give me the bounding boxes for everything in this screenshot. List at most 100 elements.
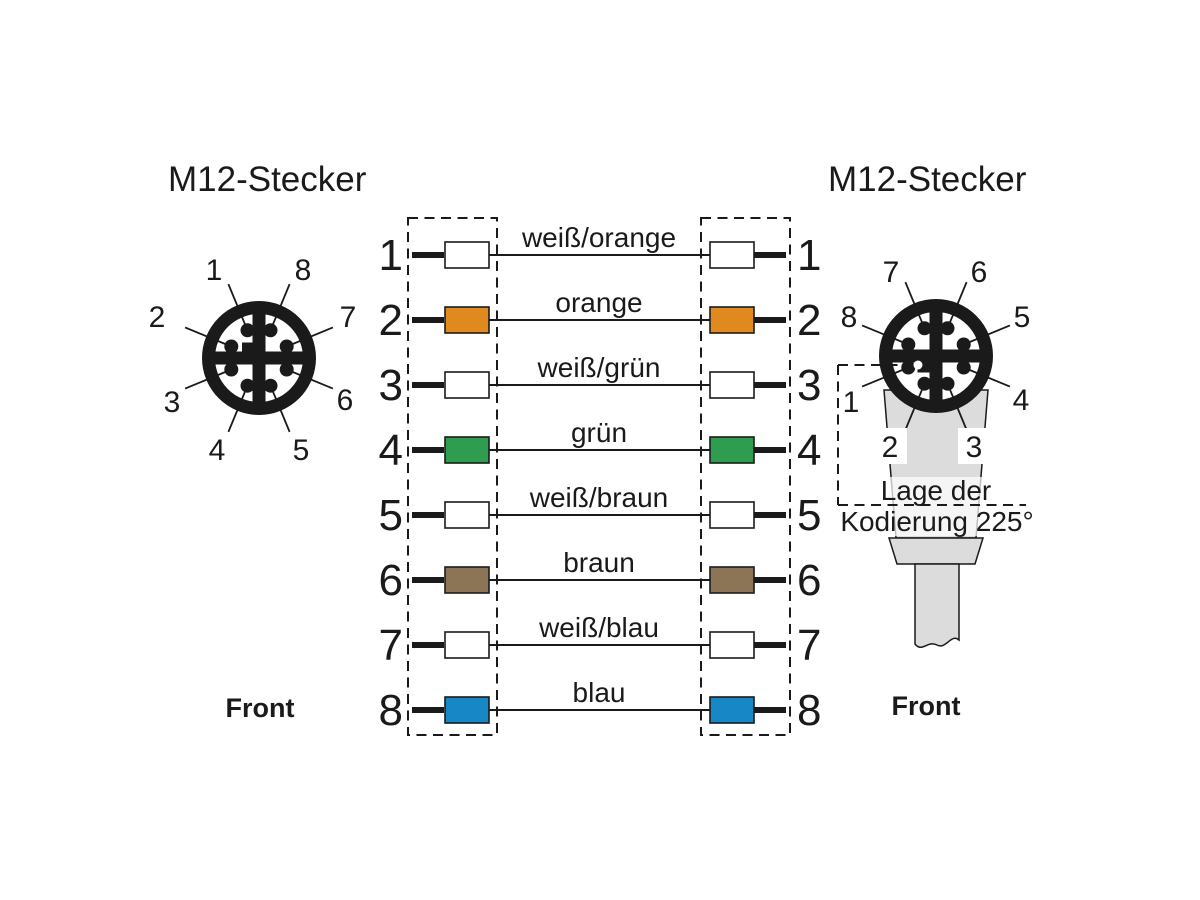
right-pin-number: 4 [797, 426, 821, 475]
coding-note-line1: Lage der [881, 475, 992, 506]
wire-row: 2 orange 2 [379, 287, 822, 345]
right-pin-number: 7 [797, 621, 821, 670]
right-pin-number: 2 [797, 296, 821, 345]
pin-label: 4 [1013, 384, 1030, 417]
pin-label: 6 [971, 256, 988, 289]
wire-row: 1 weiß/orange 1 [379, 222, 822, 280]
pin-label: 3 [164, 386, 181, 419]
connector-cross-horizontal [215, 351, 303, 365]
wiring-section: 1 weiß/orange 1 2 orange 2 3 weiß/grü [379, 217, 822, 736]
right-wire-color-box [709, 631, 755, 659]
pin-leader-line [861, 366, 909, 388]
coding-note-band [840, 505, 1036, 536]
left-connector-title: M12-Stecker [168, 160, 367, 199]
wire-row: 6 braun 6 [379, 547, 822, 605]
wire-color-label: weiß/braun [529, 482, 669, 513]
pin-label: 8 [841, 301, 858, 334]
pin-label: 6 [337, 384, 354, 417]
coding-note-band [858, 477, 1016, 505]
pin-label: 8 [295, 254, 312, 287]
left-wire-color-box [444, 501, 490, 529]
left-pin-number: 8 [379, 686, 403, 735]
wire-color-label: blau [573, 677, 626, 708]
right-pin-number: 1 [797, 231, 821, 280]
left-wire-color-box [444, 306, 490, 334]
right-connector-title: M12-Stecker [828, 160, 1027, 199]
pin-leader-line [904, 281, 926, 329]
wire-row: 7 weiß/blau 7 [379, 612, 822, 670]
coding-key-dot [913, 360, 923, 370]
pin-leader-line [286, 326, 334, 348]
pin-label: 5 [293, 434, 310, 467]
wire-color-label: weiß/grün [537, 352, 661, 383]
pin-label: 5 [1014, 301, 1031, 334]
left-wire-color-box [444, 436, 490, 464]
left-wire-color-box [444, 696, 490, 724]
left-pin-number: 4 [379, 426, 403, 475]
pin-label: 2 [882, 431, 899, 464]
coding-note-line2: Kodierung 225° [840, 506, 1033, 537]
right-wire-color-box [709, 696, 755, 724]
pin-label: 1 [843, 386, 860, 419]
right-pin-number: 6 [797, 556, 821, 605]
pin-leader-line [946, 281, 968, 329]
pin-leader-line [861, 324, 909, 346]
left-front-label: Front [226, 693, 295, 723]
right-pin-number: 3 [797, 361, 821, 410]
left-pin-number: 2 [379, 296, 403, 345]
pin-leader-line [184, 326, 232, 348]
wire-color-label: weiß/blau [538, 612, 659, 643]
right-wire-color-box [709, 371, 755, 399]
right-wire-color-box [709, 436, 755, 464]
coding-notch [242, 342, 253, 352]
left-wire-color-box [444, 566, 490, 594]
pin-label: 4 [209, 434, 226, 467]
right-connector: M12-Stecker [828, 160, 1036, 721]
pin-leader-line [904, 383, 926, 431]
wire-row: 4 grün 4 [379, 417, 822, 475]
right-front-label: Front [892, 691, 961, 721]
wire-row: 5 weiß/braun 5 [379, 482, 822, 540]
connector-cross-horizontal [892, 349, 980, 363]
right-wire-color-box [709, 566, 755, 594]
pin-leader-line [963, 366, 1011, 388]
pin-label: 7 [883, 256, 900, 289]
right-pin-number: 8 [797, 686, 821, 735]
pin-label: 1 [206, 254, 223, 287]
pin-leader-line [227, 283, 249, 331]
left-pin-number: 5 [379, 491, 403, 540]
cable-stub [914, 563, 960, 648]
pin-label: 7 [340, 301, 357, 334]
pin-leader-line [269, 283, 291, 331]
right-terminal-block-outline [700, 217, 791, 736]
left-wire-color-box [444, 631, 490, 659]
wire-color-label: orange [555, 287, 642, 318]
coding-notch [917, 362, 930, 373]
pin-leader-line [946, 383, 968, 431]
wire-color-label: weiß/orange [521, 222, 676, 253]
wire-row: 8 blau 8 [379, 677, 822, 735]
right-wire-color-box [709, 501, 755, 529]
connector-collar [887, 537, 985, 565]
right-pin-number: 5 [797, 491, 821, 540]
right-wire-color-box [709, 241, 755, 269]
wire-color-label: braun [563, 547, 635, 578]
left-connector: M12-Stecker 1 8 2 7 3 6 4 5 Front [149, 160, 367, 723]
pin-label-backing [874, 428, 907, 464]
pin-leader-line [963, 324, 1011, 346]
pin-label: 2 [149, 301, 166, 334]
left-pin-number: 6 [379, 556, 403, 605]
right-wire-color-box [709, 306, 755, 334]
left-pin-number: 3 [379, 361, 403, 410]
left-terminal-block-outline [407, 217, 498, 736]
pin-leader-line [227, 385, 249, 433]
left-wire-color-box [444, 371, 490, 399]
pin-label: 3 [966, 431, 983, 464]
pin-label-backing [958, 428, 991, 464]
pin-leader-line [286, 368, 334, 390]
left-pin-number: 7 [379, 621, 403, 670]
wire-color-label: grün [571, 417, 627, 448]
left-pin-number: 1 [379, 231, 403, 280]
